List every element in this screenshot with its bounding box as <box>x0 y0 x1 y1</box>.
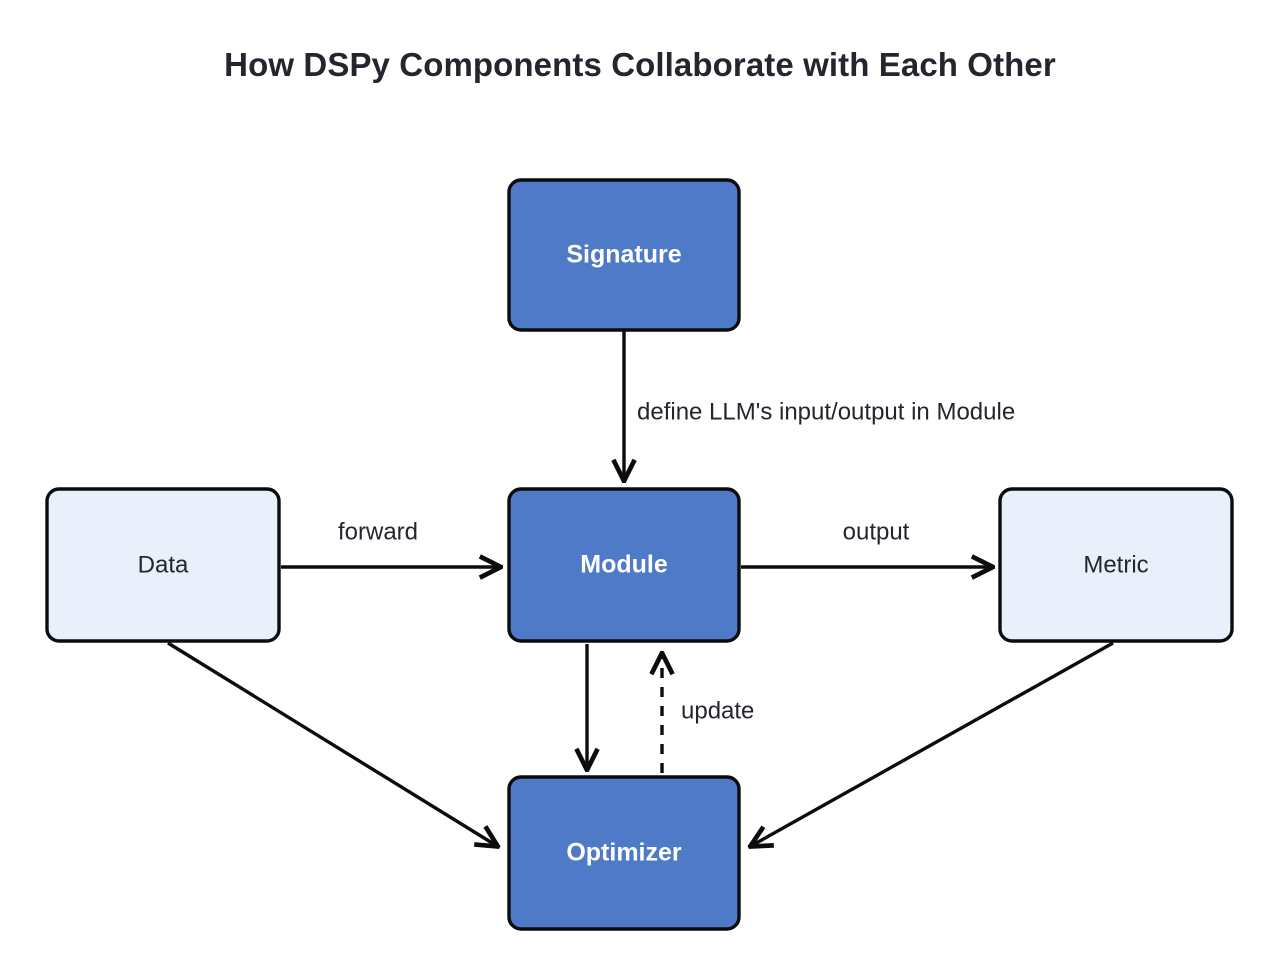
edge-metric-to-optimizer <box>751 641 1114 846</box>
node-label-metric: Metric <box>1083 551 1148 578</box>
node-shape-optimizer <box>507 775 741 931</box>
node-optimizer[interactable]: Optimizer <box>507 775 741 931</box>
node-metric[interactable]: Metric <box>998 487 1234 643</box>
node-module[interactable]: Module <box>507 487 741 643</box>
edge-label-signature-to-module: define LLM's input/output in Module <box>637 398 1015 425</box>
node-shape-data <box>45 487 281 643</box>
node-shape-metric <box>998 487 1234 643</box>
node-data[interactable]: Data <box>45 487 281 643</box>
edge-label-module-to-metric: output <box>843 518 910 545</box>
node-label-optimizer: Optimizer <box>566 839 682 867</box>
edge-label-data-to-module: forward <box>338 518 418 545</box>
node-label-module: Module <box>580 551 668 579</box>
node-shape-signature <box>507 178 741 332</box>
page-title: How DSPy Components Collaborate with Eac… <box>224 46 1056 83</box>
node-label-data: Data <box>138 551 189 578</box>
node-label-signature: Signature <box>566 241 681 269</box>
node-signature[interactable]: Signature <box>507 178 741 332</box>
edge-labels-layer: define LLM's input/output in Module forwa… <box>338 398 1015 724</box>
edge-label-optimizer-to-module: update <box>681 697 754 724</box>
node-shape-module <box>507 487 741 643</box>
edges-layer <box>167 331 1114 846</box>
edge-data-to-optimizer <box>167 641 497 846</box>
